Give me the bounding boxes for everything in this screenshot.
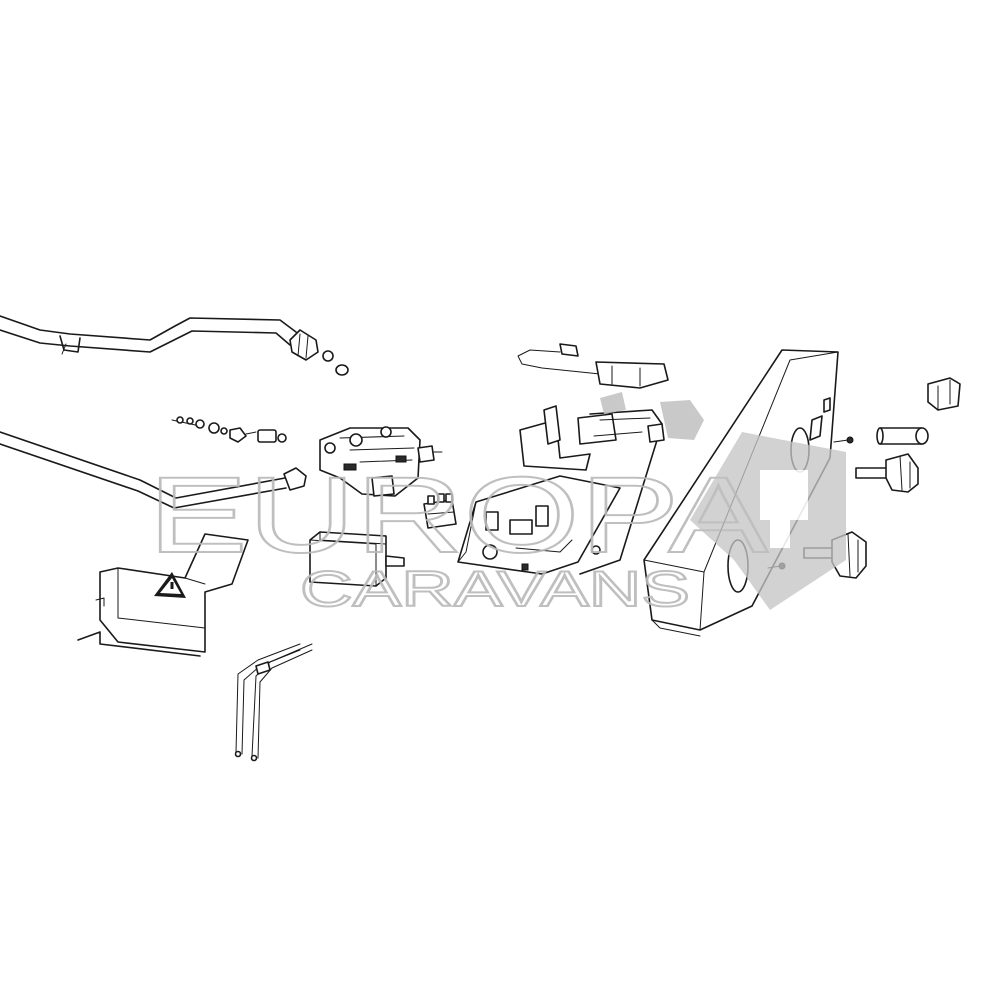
watermark-line2: CARAVANS bbox=[300, 561, 690, 617]
bent-gas-pipe bbox=[0, 315, 349, 376]
watermark-line1: EUROPA bbox=[148, 454, 768, 575]
knob-spindle-sleeve bbox=[876, 427, 929, 445]
push-button-cap bbox=[927, 377, 961, 411]
watermark-icon bbox=[600, 392, 846, 610]
straight-gas-pipe bbox=[0, 431, 307, 509]
relay-block bbox=[423, 493, 457, 529]
watermark-logo: EUROPA CARAVANS bbox=[147, 392, 846, 618]
ignition-box bbox=[309, 531, 405, 587]
thermostat-sensor-cable bbox=[517, 343, 669, 389]
control-knob-small bbox=[855, 453, 919, 493]
gas-fittings bbox=[171, 416, 287, 443]
heat-shield-with-warning-label bbox=[77, 533, 249, 657]
thermocouple-leads bbox=[234, 643, 313, 762]
gas-valve-assembly bbox=[319, 426, 443, 497]
warning-triangle-icon bbox=[154, 572, 186, 598]
control-circuit-board bbox=[457, 405, 665, 575]
pipe-nut bbox=[289, 329, 319, 361]
